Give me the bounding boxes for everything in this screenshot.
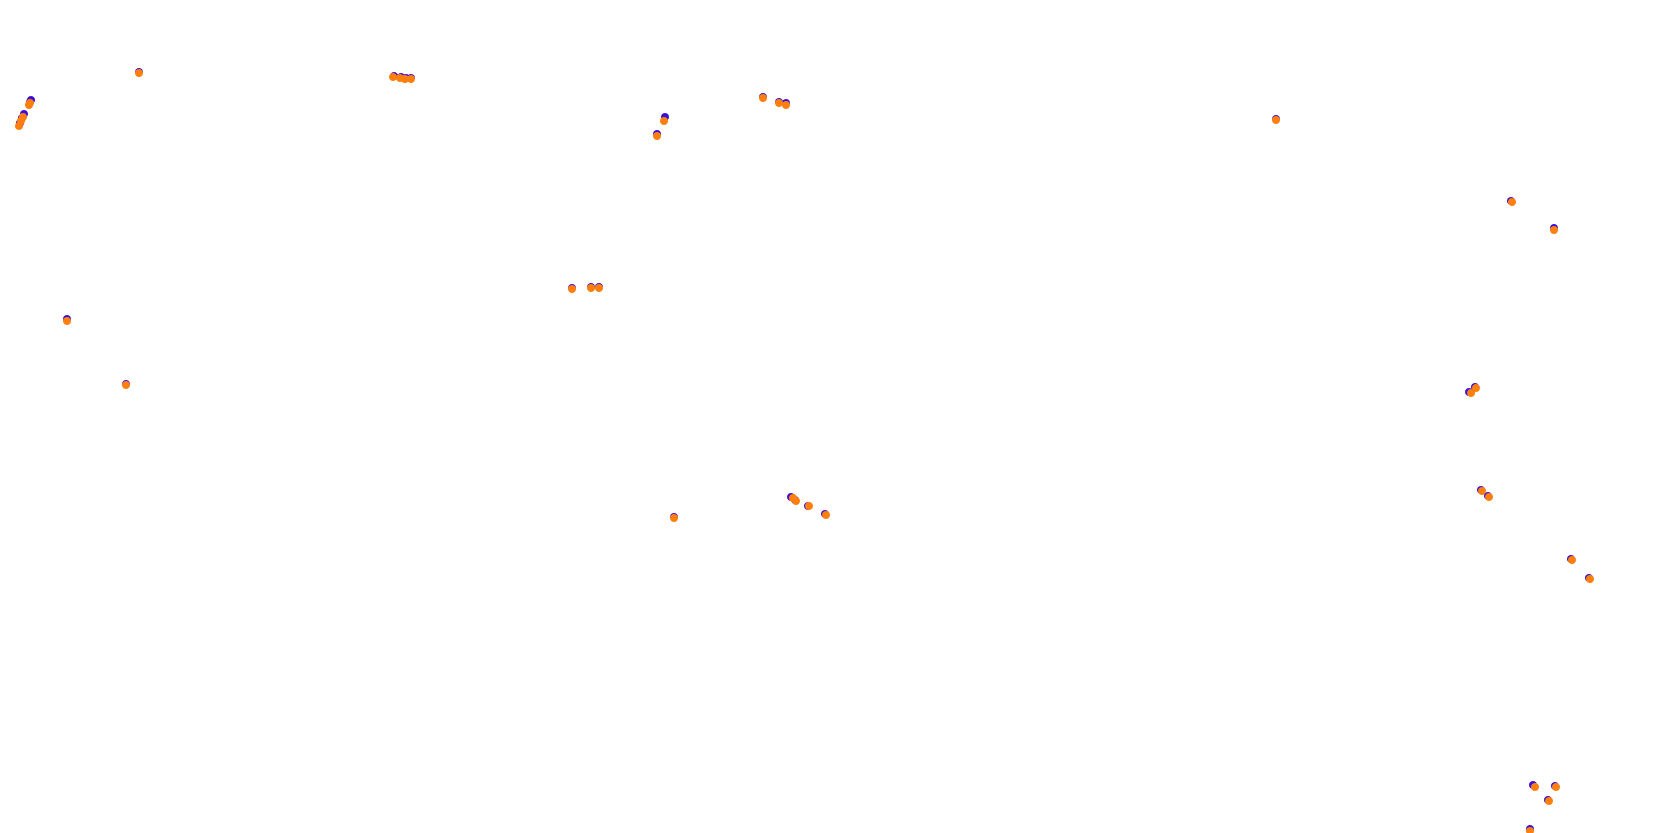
series-1-point-25 [759,94,767,102]
series-0 [16,68,1593,833]
series-1-point-3 [1545,797,1553,805]
series-1-point-26 [775,99,783,107]
series-1-point-18 [122,381,130,389]
series-1-point-24 [660,117,668,125]
series-1-point-15 [792,497,800,505]
series-1-point-27 [782,101,790,109]
series-1 [15,69,1594,833]
series-1-point-34 [389,73,397,81]
series-1-point-17 [822,511,830,519]
series-1-point-6 [1485,493,1493,501]
series-1-point-12 [1272,116,1280,124]
series-1-point-10 [1550,226,1558,234]
series-1-point-23 [653,132,661,140]
series-1-point-5 [1568,556,1576,564]
series-1-point-20 [568,285,576,293]
series-1-point-30 [19,113,27,121]
series-1-point-8 [1467,389,1475,397]
series-1-point-11 [1508,198,1516,206]
series-1-point-4 [1586,575,1594,583]
series-1-point-2 [1552,783,1560,791]
series-1-point-1 [1531,783,1539,791]
points-layer [15,68,1594,833]
series-1-point-16 [805,502,813,510]
series-1-point-19 [63,317,71,325]
series-1-point-36 [401,75,409,83]
series-1-point-21 [587,284,595,292]
series-1-point-9 [1472,384,1480,392]
series-1-point-32 [26,99,34,107]
series-1-point-13 [670,514,678,522]
series-1-point-7 [1478,487,1486,495]
series-1-point-0 [1526,827,1534,833]
series-1-point-33 [135,69,143,77]
series-1-point-37 [407,75,415,83]
series-1-point-22 [595,284,603,292]
